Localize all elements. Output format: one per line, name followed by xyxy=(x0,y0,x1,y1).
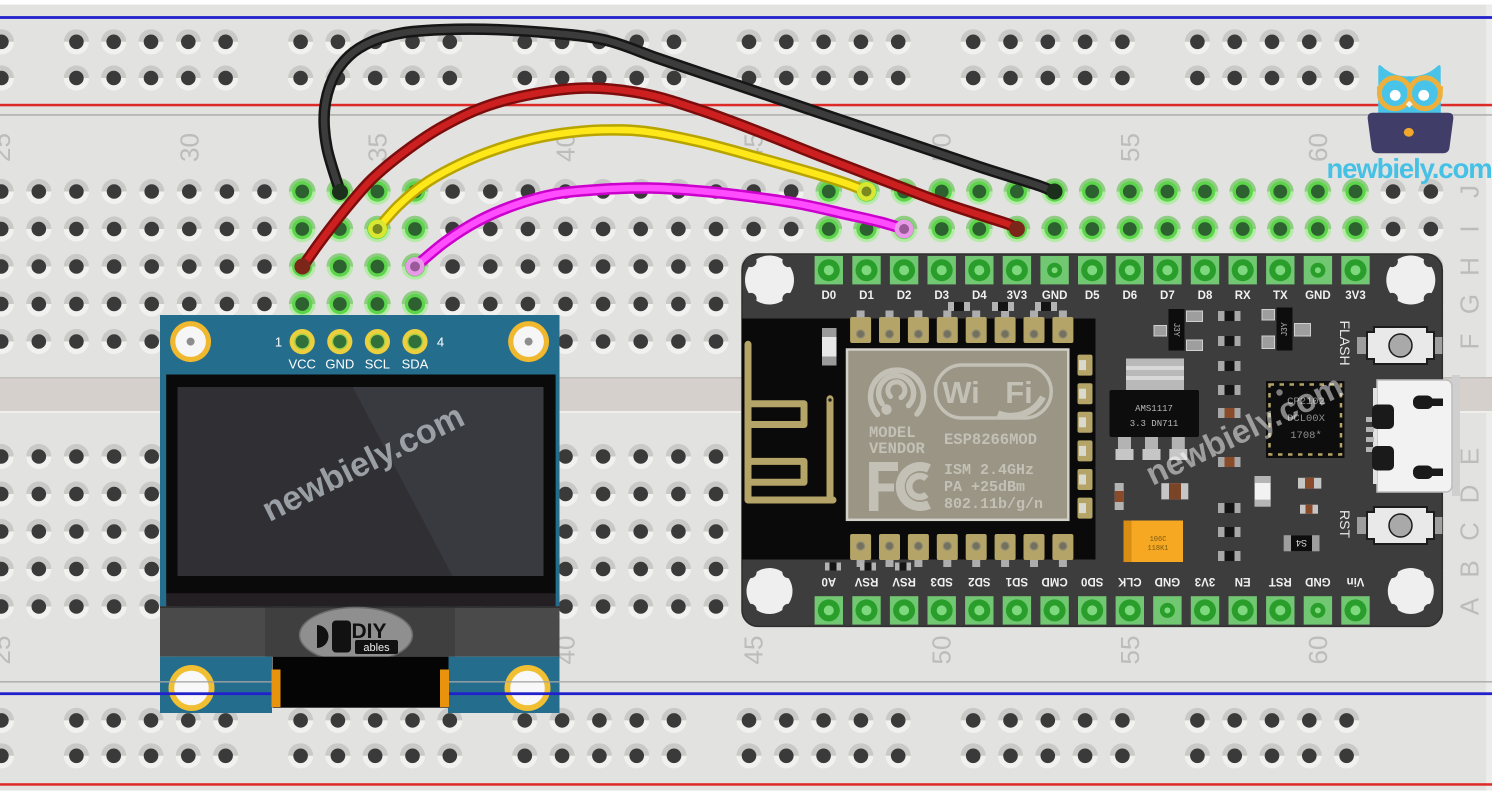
svg-text:Wi: Wi xyxy=(942,375,980,410)
svg-text:F: F xyxy=(1455,334,1485,350)
svg-text:D6: D6 xyxy=(1122,290,1137,302)
svg-text:DIY: DIY xyxy=(352,620,387,643)
svg-text:60: 60 xyxy=(1303,133,1333,162)
svg-text:118K1: 118K1 xyxy=(1147,545,1168,553)
svg-text:D7: D7 xyxy=(1160,290,1175,302)
svg-text:J3Y: J3Y xyxy=(1172,323,1181,337)
svg-text:EN: EN xyxy=(1235,575,1251,587)
svg-text:RSV: RSV xyxy=(854,575,878,587)
svg-text:106C: 106C xyxy=(1150,536,1167,544)
svg-text:D0: D0 xyxy=(821,290,836,302)
svg-text:SD3: SD3 xyxy=(931,575,953,587)
svg-text:CLK: CLK xyxy=(1117,575,1141,587)
svg-text:Fi: Fi xyxy=(1005,375,1033,410)
svg-text:45: 45 xyxy=(739,636,769,665)
svg-text:VENDOR: VENDOR xyxy=(869,440,926,458)
svg-text:DCL00X: DCL00X xyxy=(1287,413,1326,425)
svg-text:SD0: SD0 xyxy=(1081,575,1103,587)
svg-text:CMD: CMD xyxy=(1041,575,1067,587)
svg-text:3V3: 3V3 xyxy=(1195,575,1215,587)
svg-text:SD1: SD1 xyxy=(1005,575,1028,587)
svg-text:newbiely.com: newbiely.com xyxy=(1326,153,1491,184)
svg-text:S4: S4 xyxy=(1296,538,1307,548)
svg-text:35: 35 xyxy=(362,133,392,162)
svg-text:PA +25dBm: PA +25dBm xyxy=(944,479,1025,496)
svg-text:D3: D3 xyxy=(934,290,949,302)
svg-text:H: H xyxy=(1455,257,1485,276)
svg-text:50: 50 xyxy=(927,636,957,665)
svg-text:GND: GND xyxy=(1305,290,1331,302)
svg-text:J3Y: J3Y xyxy=(1280,321,1289,335)
svg-text:1: 1 xyxy=(275,335,282,350)
svg-text:GND: GND xyxy=(1042,290,1068,302)
svg-text:GND: GND xyxy=(1155,575,1181,587)
svg-text:C: C xyxy=(1455,522,1485,541)
svg-text:GND: GND xyxy=(1305,575,1331,587)
svg-text:MODEL: MODEL xyxy=(869,424,916,442)
svg-text:3V3: 3V3 xyxy=(1007,290,1027,302)
svg-text:Vin: Vin xyxy=(1347,575,1365,587)
svg-text:G: G xyxy=(1455,294,1485,314)
svg-text:A0: A0 xyxy=(821,575,836,587)
svg-text:25: 25 xyxy=(0,133,16,162)
svg-text:RX: RX xyxy=(1235,290,1251,302)
svg-text:1708*: 1708* xyxy=(1290,430,1322,442)
svg-text:4: 4 xyxy=(437,335,444,350)
svg-text:D5: D5 xyxy=(1085,290,1100,302)
svg-text:802.11b/g/n: 802.11b/g/n xyxy=(944,496,1043,513)
svg-text:FLASH: FLASH xyxy=(1337,320,1353,365)
svg-text:30: 30 xyxy=(174,133,204,162)
svg-text:ESP8266MOD: ESP8266MOD xyxy=(944,431,1037,449)
svg-text:B: B xyxy=(1455,560,1485,577)
svg-text:TX: TX xyxy=(1273,290,1288,302)
svg-text:GND: GND xyxy=(325,357,354,372)
svg-text:RSV: RSV xyxy=(892,575,916,587)
svg-text:SD2: SD2 xyxy=(968,575,990,587)
svg-text:D2: D2 xyxy=(897,290,912,302)
svg-text:D8: D8 xyxy=(1198,290,1213,302)
svg-text:D4: D4 xyxy=(972,290,987,302)
svg-text:D: D xyxy=(1455,485,1485,504)
svg-text:3V3: 3V3 xyxy=(1345,290,1365,302)
svg-text:SCL: SCL xyxy=(365,357,390,372)
svg-text:ISM 2.4GHz: ISM 2.4GHz xyxy=(944,462,1034,479)
svg-text:A: A xyxy=(1455,597,1485,615)
svg-text:D1: D1 xyxy=(859,290,874,302)
svg-text:AMS1117: AMS1117 xyxy=(1135,404,1173,414)
svg-text:RST: RST xyxy=(1337,510,1353,538)
svg-text:SDA: SDA xyxy=(402,357,429,372)
svg-text:CP2102: CP2102 xyxy=(1287,396,1325,408)
svg-text:I: I xyxy=(1455,225,1485,232)
svg-text:VCC: VCC xyxy=(288,357,315,372)
svg-text:55: 55 xyxy=(1115,636,1145,665)
svg-text:J: J xyxy=(1455,185,1485,198)
svg-text:25: 25 xyxy=(0,636,16,665)
svg-text:60: 60 xyxy=(1303,636,1333,665)
svg-text:RST: RST xyxy=(1269,575,1292,587)
svg-text:ables: ables xyxy=(363,642,390,654)
svg-text:55: 55 xyxy=(1115,133,1145,162)
svg-text:E: E xyxy=(1455,448,1485,465)
svg-text:3.3 DN711: 3.3 DN711 xyxy=(1130,419,1179,429)
